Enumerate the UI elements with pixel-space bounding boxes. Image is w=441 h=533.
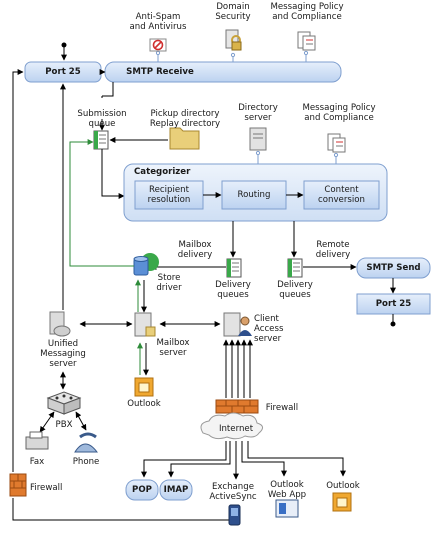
pbx-label: PBX: [55, 420, 73, 430]
client-access-label: Client Access server: [254, 314, 284, 344]
remote-delivery-label: Remote delivery: [315, 240, 351, 260]
outlook-web-app-label: Outlook Web App: [267, 480, 307, 500]
routing-label: Routing: [237, 190, 271, 200]
phone-label: Phone: [72, 457, 100, 467]
anti-spam-label: Anti-Spam and Antivirus: [129, 12, 187, 32]
outlook-left-label: Outlook: [127, 399, 161, 409]
delivery-queue-1-icon: [226, 258, 242, 278]
client-access-server-icon: [223, 312, 252, 337]
submission-queue-label: Submission queue: [77, 109, 127, 129]
domain-security-label: Domain Security: [215, 2, 251, 22]
categorizer-label: Categorizer: [134, 167, 191, 177]
firewall-mid-icon: [215, 399, 259, 414]
directory-server-label: Directory server: [238, 103, 278, 123]
pickup-folder-icon: [169, 127, 200, 150]
policy-top-icon: [297, 31, 316, 51]
domain-security-icon: [225, 29, 242, 51]
delivery-queues-1-label: Delivery queues: [215, 280, 251, 300]
pop-label: POP: [132, 485, 152, 495]
content-conversion-label: Content conversion: [318, 185, 365, 205]
activesync-device-icon: [228, 504, 241, 526]
pbx-icon: [46, 391, 82, 415]
store-driver-icon: [133, 253, 159, 276]
mailbox-server-icon: [134, 312, 156, 337]
smtp-receive-label: SMTP Receive: [126, 67, 194, 77]
unified-messaging-label: Unified Messaging server: [40, 339, 86, 369]
imap-label: IMAP: [163, 485, 189, 495]
recipient-resolution-label: Recipient resolution: [147, 185, 191, 205]
phone-icon: [74, 432, 99, 453]
delivery-queue-2-icon: [287, 258, 303, 278]
firewall-left-icon: [9, 473, 27, 497]
fax-label: Fax: [29, 457, 45, 467]
policy-mid-icon: [327, 133, 346, 153]
firewall-left-label: Firewall: [30, 483, 63, 493]
pickup-directory-label: Pickup directory Replay directory: [149, 109, 221, 129]
fax-icon: [25, 431, 49, 450]
mailbox-server-label: Mailbox server: [156, 338, 190, 358]
store-driver-label: Store driver: [156, 273, 182, 293]
pop-box: [125, 479, 159, 501]
messaging-policy-mid-label: Messaging Policy and Compliance: [302, 103, 376, 123]
internet-cloud: [200, 412, 263, 440]
outlook-left-icon: [134, 377, 154, 397]
routing-box: [221, 180, 287, 210]
exchange-activesync-label: Exchange ActiveSync: [209, 482, 257, 502]
port25-bottom-label: Port 25: [375, 299, 412, 309]
anti-spam-icon: [149, 38, 167, 52]
outlook-right-label: Outlook: [326, 481, 360, 491]
outlook-right-icon: [332, 492, 352, 512]
owa-icon: [275, 499, 299, 518]
um-server-icon: [49, 311, 71, 337]
delivery-queues-2-label: Delivery queues: [277, 280, 313, 300]
internet-label: Internet: [218, 424, 254, 434]
smtp-send-label: SMTP Send: [366, 263, 421, 273]
imap-box: [159, 479, 193, 501]
port25-top-label: Port 25: [45, 67, 81, 77]
directory-server-icon: [249, 127, 267, 151]
mailbox-delivery-label: Mailbox delivery: [177, 240, 213, 260]
submission-queue-icon: [93, 130, 109, 150]
content-conversion-box: [303, 180, 380, 210]
recipient-resolution-box: [134, 180, 204, 210]
firewall-mid-label: Firewall: [265, 403, 299, 413]
messaging-policy-top-label: Messaging Policy and Compliance: [270, 2, 344, 22]
